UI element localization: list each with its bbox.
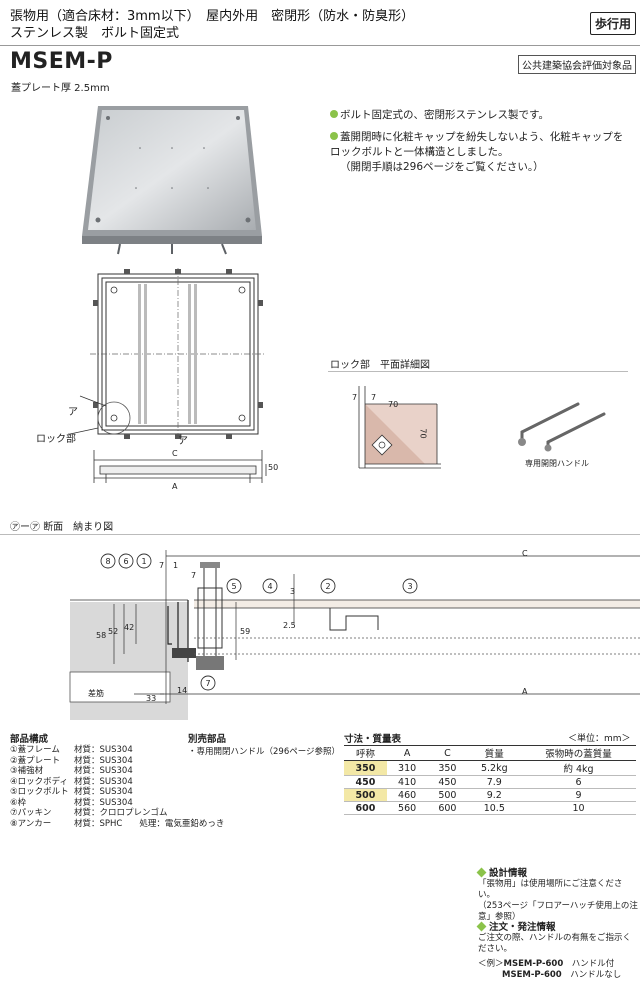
plan-view-drawing: [69, 268, 267, 483]
lock-detail-drawing: [358, 386, 441, 469]
feature-2: 蓋開閉時に化粧キャップを紛失しないよう、化粧キャップをロックボルトと一体構造とし…: [330, 130, 630, 175]
callout-7: 7: [205, 679, 210, 688]
section-rule: [0, 534, 640, 535]
section-dim-7a: 7: [159, 561, 165, 570]
order-example-2: MSEM-P-600 ハンドルなし: [502, 970, 622, 980]
feature-2-note: （開閉手順は296ページをご覧ください。）: [340, 161, 544, 173]
section-dim-7b: 7: [191, 571, 197, 580]
plan-dim-a: A: [172, 482, 178, 491]
lock-detail-rule: [328, 371, 628, 372]
parts-row: ①蓋フレーム材質：SUS304: [10, 745, 133, 755]
spec-col-c: C: [427, 745, 468, 761]
design-info: 設計情報 「張物用」は使用場所にご注意ください。 （253ページ「フロアーハッチ…: [476, 867, 638, 923]
callout-6: 6: [123, 557, 128, 566]
section-dim-3: 3: [290, 587, 296, 596]
spec-col-a: A: [386, 745, 428, 761]
product-photo: [82, 106, 262, 255]
design-info-text2: （253ページ「フロアーハッチ使用上の注意」参照）: [478, 901, 638, 922]
lock-dim-7a: 7: [352, 393, 358, 402]
order-info: 注文・発注情報 ご注文の際、ハンドルの有無をご指示ください。 ＜例＞MSEM-P…: [476, 921, 638, 981]
callout-2: 2: [325, 582, 330, 591]
section-dim-52: 52: [108, 627, 119, 636]
bullet-icon: [330, 110, 338, 118]
section-title: ㋐ー㋐ 断面 納まり図: [10, 522, 114, 533]
parts-row: ④ロックボディ材質：SUS304: [10, 776, 133, 787]
section-dim-59: 59: [240, 627, 251, 636]
parts-row: ②蓋プレート材質：SUS304: [10, 755, 133, 766]
handle-icon: [518, 402, 606, 452]
section-dim-2-5: 2.5: [283, 621, 296, 630]
order-info-title: 注文・発注情報: [489, 922, 556, 933]
handle-caption: 専用開閉ハンドル: [525, 459, 589, 468]
header-spec-line2: ステンレス製 ボルト固定式: [10, 26, 180, 41]
callout-5: 5: [231, 582, 236, 591]
spec-col-mass: 質量: [467, 745, 522, 761]
section-dim-58: 58: [96, 631, 107, 640]
sold-separately-title: 別売部品: [188, 734, 227, 745]
spec-header-row: 呼称 A C 質量 張物時の蓋質量: [344, 745, 636, 761]
spec-col-lid-mass: 張物時の蓋質量: [521, 745, 636, 761]
plan-mark-a-left: ア: [68, 407, 78, 418]
feature-2-text: 蓋開閉時に化粧キャップを紛失しないよう、化粧キャップをロックボルトと一体構造とし…: [330, 131, 624, 158]
section-drawing: 8 6 1 5 4 2 3 7: [69, 550, 640, 720]
plan-dim-50: 50: [268, 463, 279, 472]
callout-4: 4: [267, 582, 272, 591]
sold-separately-item: ・専用開閉ハンドル（296ページ参照）: [188, 747, 341, 757]
design-info-title: 設計情報: [489, 868, 528, 879]
diamond-icon: [476, 921, 487, 932]
section-dim-c: C: [522, 549, 528, 558]
cert-badge: 公共建築協会評価対象品: [518, 55, 636, 74]
order-info-text: ご注文の際、ハンドルの有無をご指示ください。: [478, 933, 632, 954]
section-dim-a: A: [522, 687, 528, 696]
plate-thickness: 蓋プレート厚 2.5mm: [11, 83, 110, 94]
lock-part-label: ロック部: [36, 434, 76, 445]
feature-1-text: ボルト固定式の、密閉形ステンレス製です。: [340, 109, 549, 121]
usage-badge: 歩行用: [590, 12, 637, 35]
lock-dim-70a: 70: [388, 400, 399, 409]
parts-list: ①蓋フレーム材質：SUS304 ②蓋プレート材質：SUS304 ③補強材材質：S…: [10, 745, 224, 829]
header-divider: [0, 45, 640, 46]
section-dim-33: 33: [146, 694, 157, 703]
callout-3: 3: [407, 582, 412, 591]
order-example-1: ＜例＞MSEM-P-600 ハンドル付: [478, 959, 615, 969]
plan-mark-a-bottom: ア: [178, 436, 188, 447]
parts-row: ⑥枠材質：SUS304: [10, 797, 133, 808]
lock-dim-70b: 70: [418, 428, 428, 439]
spec-title: 寸法・質量表: [344, 734, 402, 745]
spec-col-name: 呼称: [344, 745, 387, 761]
parts-row: ⑧アンカー材質：SPHC 処理：電気亜鉛めっき: [10, 818, 225, 829]
section-dim-14: 14: [177, 686, 188, 695]
diamond-icon: [476, 867, 487, 878]
callout-8: 8: [105, 557, 110, 566]
section-dim-42: 42: [124, 623, 135, 632]
model-title: MSEM-P: [10, 49, 113, 74]
plan-dim-c: C: [172, 449, 178, 458]
lock-detail-title: ロック部 平面詳細図: [330, 360, 430, 371]
design-info-text1: 「張物用」は使用場所にご注意ください。: [478, 879, 623, 900]
parts-row: ⑤ロックボルト材質：SUS304: [10, 787, 133, 797]
feature-1: ボルト固定式の、密閉形ステンレス製です。: [330, 108, 630, 123]
lock-dim-7b: 7: [371, 393, 377, 402]
parts-row: ③補強材材質：SUS304: [10, 766, 133, 776]
parts-title: 部品構成: [10, 734, 49, 745]
spec-unit: ＜単位：mm＞: [568, 734, 631, 744]
bullet-icon: [330, 132, 338, 140]
header-spec-line1: 張物用（適合床材：3mm以下） 屋内外用 密閉形（防水・防臭形）: [10, 9, 415, 24]
parts-row: ⑦パッキン材質：クロロプレンゴム: [10, 808, 168, 818]
rebar-label: 差筋: [88, 689, 104, 698]
section-dim-1: 1: [173, 561, 179, 570]
callout-1: 1: [141, 557, 146, 566]
